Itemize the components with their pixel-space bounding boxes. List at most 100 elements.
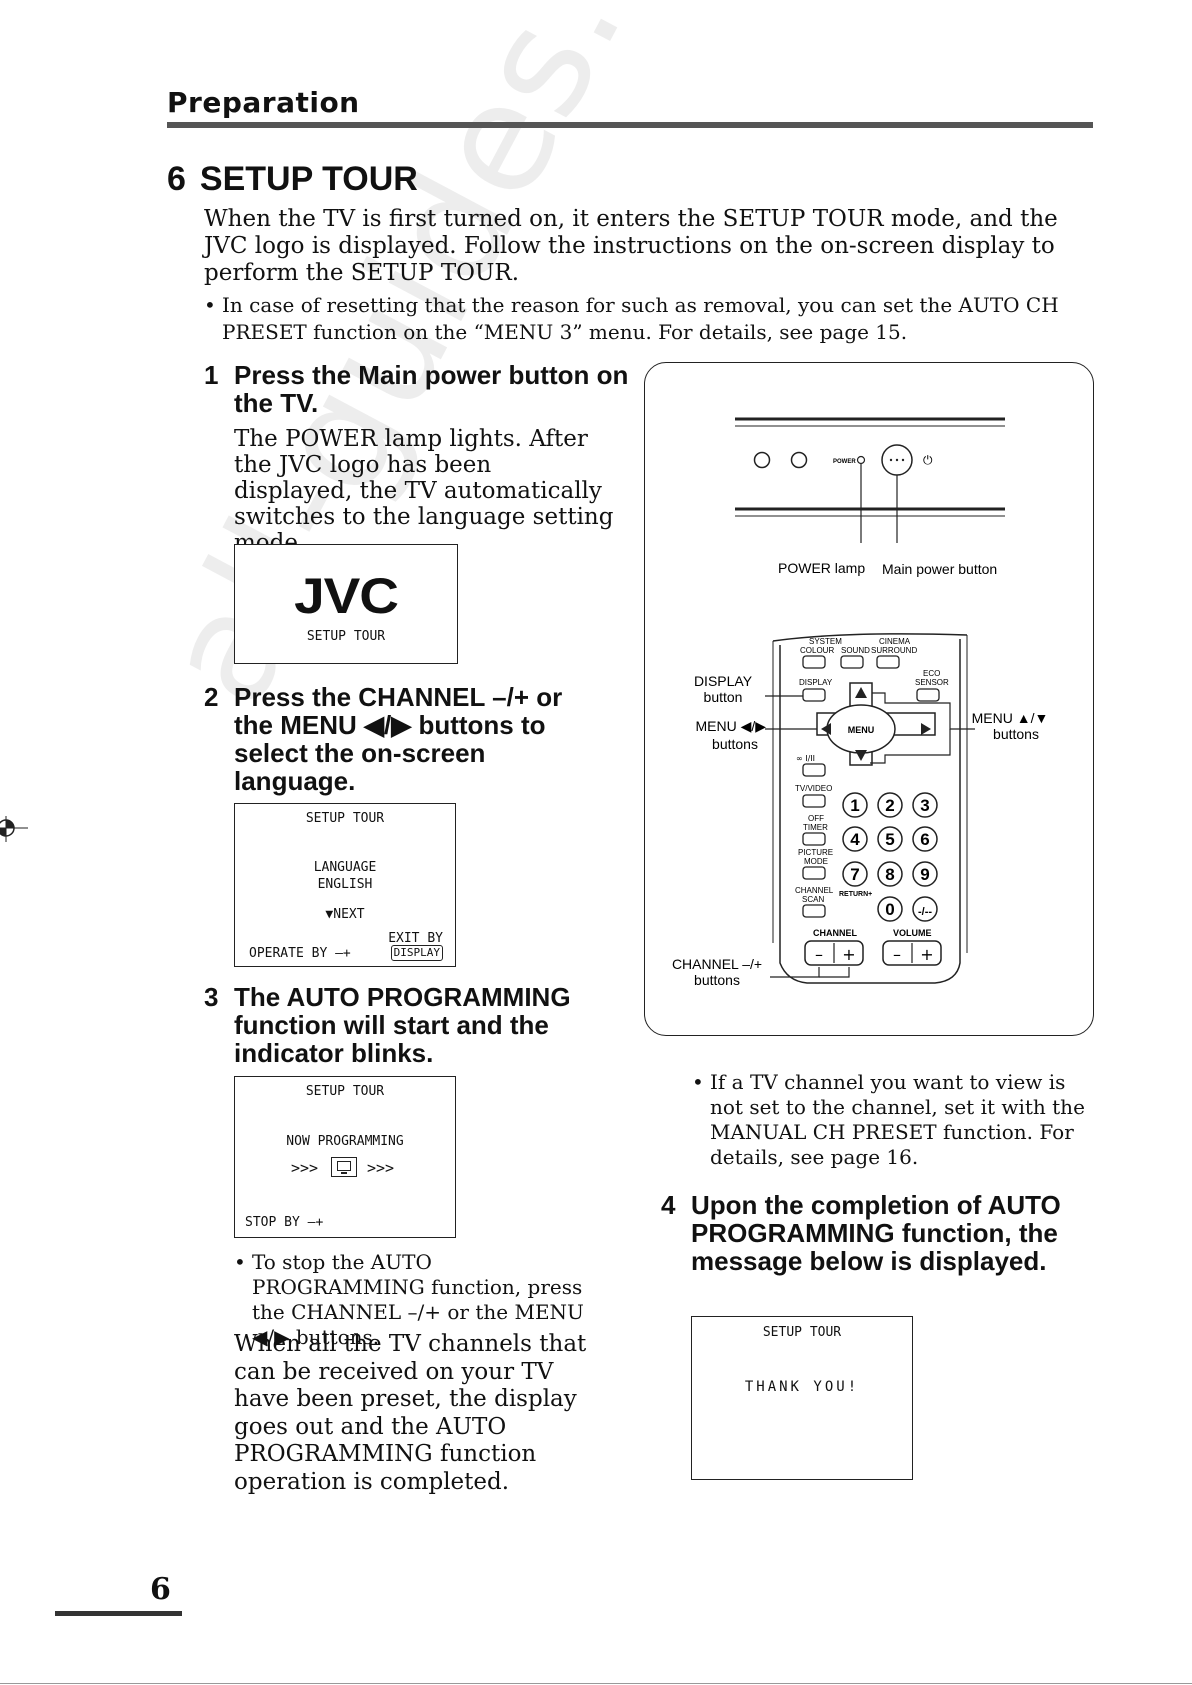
bullet: • — [692, 1070, 704, 1094]
volume-minus-button: – — [893, 945, 901, 964]
number-key: 6 — [920, 830, 929, 849]
label-system: SYSTEM — [809, 637, 842, 646]
osd-logo-screen: JVC SETUP TOUR — [234, 544, 458, 664]
tv-front-panel — [735, 417, 1005, 543]
number-key-outline — [842, 826, 868, 852]
osd-arrows-right: >>> — [367, 1159, 395, 1177]
remote-control — [772, 633, 968, 984]
step-3-heading: 3 The AUTO PROGRAMMING function will sta… — [204, 983, 624, 1068]
number-key: 5 — [885, 830, 894, 849]
page-number: 6 — [150, 1572, 171, 1607]
callout-menu-lr: MENU ◀/▶ — [695, 718, 766, 734]
step-2-heading: 2 Press the CHANNEL –/+ or the MENU ◀/▶ … — [204, 683, 624, 798]
label-channel: CHANNEL — [813, 928, 858, 938]
osd-next: ▼NEXT — [325, 907, 365, 922]
osd-status: NOW PROGRAMMING — [286, 1134, 404, 1149]
heading-number: 6 — [167, 160, 186, 198]
label-volume: VOLUME — [893, 928, 932, 938]
bottom-border — [0, 1683, 1192, 1684]
step-1-body: The POWER lamp lights. After the JVC log… — [234, 426, 614, 556]
number-key-outline — [877, 826, 903, 852]
label-timer: TIMER — [803, 823, 828, 832]
number-key-outline — [912, 792, 938, 818]
volume-plus-button: + — [920, 945, 933, 964]
callout-power-lamp: POWER lamp — [778, 560, 865, 576]
heading-title: SETUP TOUR — [199, 160, 418, 198]
label-colour: COLOUR — [800, 646, 834, 655]
label-surround: SURROUND — [871, 646, 917, 655]
label-mode: MODE — [804, 857, 828, 866]
number-key-outline — [912, 826, 938, 852]
number-key-outline — [877, 792, 903, 818]
label-sensor: SENSOR — [915, 678, 949, 687]
osd-display-key: DISPLAY — [390, 945, 443, 961]
intro-paragraph: When the TV is first turned on, it enter… — [204, 206, 1058, 286]
step-3-note: • To stop the AUTO PROGRAMMING function,… — [234, 1250, 614, 1349]
label-sound: SOUND — [841, 646, 870, 655]
number-key: 4 — [850, 830, 860, 849]
number-key: 3 — [920, 796, 929, 815]
osd-language-label: LANGUAGE — [313, 860, 377, 875]
label-tv-video: TV/VIDEO — [795, 784, 832, 793]
osd-arrows-left: >>> — [291, 1159, 319, 1177]
number-key-outline — [842, 792, 868, 818]
bullet: • — [204, 293, 216, 317]
tv-remote-diagram: POWER ⏻ POWER lamp Main power button SYS… — [672, 417, 1049, 988]
number-key-outline — [912, 896, 938, 922]
header-rule — [167, 122, 1093, 128]
osd-language-value: ENGLISH — [317, 877, 373, 892]
number-key-outline — [912, 861, 938, 887]
menu-dpad — [816, 682, 936, 766]
number-key-outline — [877, 861, 903, 887]
callout-menu-lr-2: buttons — [712, 736, 758, 752]
step-title: Press the Main power button on the TV. — [234, 360, 629, 418]
osd-message: THANK YOU! — [744, 1379, 860, 1395]
number-key-outline — [877, 896, 903, 922]
channel-minus-button: – — [815, 945, 823, 964]
step-title: The AUTO PROGRAMMING function will start… — [234, 982, 571, 1068]
channel-preset-note-text: If a TV channel you want to view is not … — [710, 1070, 1085, 1169]
section-label: Preparation — [167, 86, 360, 119]
intro-bullet-text: In case of resetting that the reason for… — [222, 293, 1059, 344]
osd-title: SETUP TOUR — [762, 1325, 842, 1340]
jvc-logo: JVC — [294, 568, 399, 624]
label-channel-scan-1: CHANNEL — [795, 886, 834, 895]
step-number: 2 — [204, 682, 219, 712]
callout-menu-ud: MENU ▲/▼ — [972, 710, 1049, 726]
step-number: 1 — [204, 360, 219, 390]
osd-title: SETUP TOUR — [305, 1084, 385, 1099]
callout-display-2: button — [704, 689, 743, 705]
osd-thanks-screen: SETUP TOUR THANK YOU! — [691, 1316, 913, 1480]
osd-operate: OPERATE BY –+ — [249, 946, 351, 961]
number-key-outline — [842, 861, 868, 887]
label-channel-scan-2: SCAN — [802, 895, 824, 904]
label-eco: ECO — [923, 669, 940, 678]
diagram-panel: POWER ⏻ POWER lamp Main power button SYS… — [644, 362, 1094, 1036]
osd-title: SETUP TOUR — [305, 811, 385, 826]
number-key: 1 — [850, 796, 859, 815]
step-number: 3 — [204, 982, 219, 1012]
osd-language-screen: SETUP TOUR LANGUAGE ENGLISH ▼NEXT EXIT B… — [234, 803, 456, 967]
channel-plus-button: + — [842, 945, 855, 964]
callout-channel-2: buttons — [694, 972, 740, 988]
label-off: OFF — [808, 814, 824, 823]
osd-programming-screen: SETUP TOUR NOW PROGRAMMING >>> >>> STOP … — [234, 1076, 456, 1238]
number-key: 8 — [885, 865, 894, 884]
step-title: Upon the completion of AUTO PROGRAMMING … — [691, 1190, 1061, 1276]
label-display: DISPLAY — [799, 678, 833, 687]
label-picture: PICTURE — [798, 848, 833, 857]
channel-preset-note: • If a TV channel you want to view is no… — [692, 1070, 1092, 1180]
step-1-heading: 1 Press the Main power button on the TV. — [204, 361, 644, 421]
power-symbol-icon: ⏻ — [923, 453, 933, 467]
number-key: 2 — [885, 796, 894, 815]
osd-exit: EXIT BY — [388, 931, 443, 946]
label-return: RETURN+ — [839, 891, 872, 898]
step-4-heading: 4 Upon the completion of AUTO PROGRAMMIN… — [661, 1191, 1101, 1306]
tv-power-text: POWER — [833, 459, 856, 465]
number-key: 7 — [850, 865, 859, 884]
callout-display: DISPLAY — [694, 673, 753, 689]
number-key: -/-- — [918, 906, 932, 918]
step-title: Press the CHANNEL –/+ or the MENU ◀/▶ bu… — [234, 682, 563, 796]
page-rule — [55, 1611, 182, 1616]
